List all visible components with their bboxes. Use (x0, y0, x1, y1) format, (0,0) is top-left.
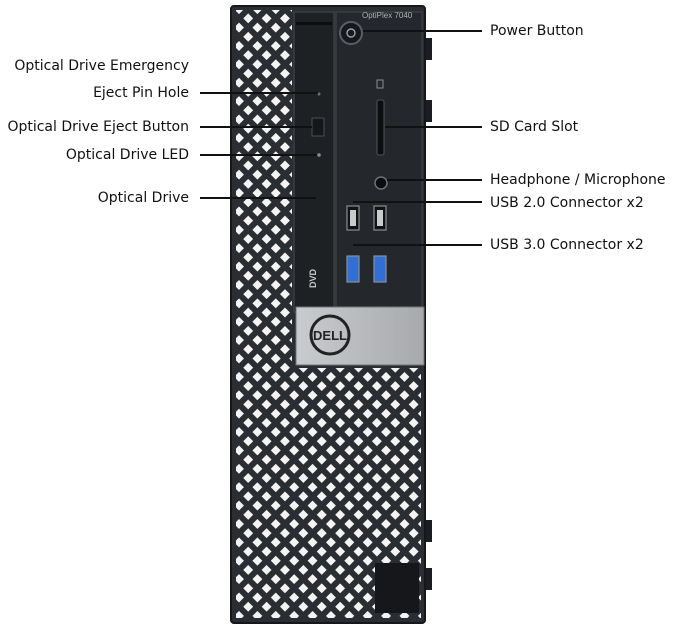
sd-card-icon (376, 79, 384, 89)
optical-drive-bay (293, 11, 335, 313)
logo-panel (295, 306, 425, 366)
dvd-logo: DVD (308, 268, 318, 288)
callout-power-button: Power Button (490, 23, 584, 39)
callout-usb2: USB 2.0 Connector x2 (490, 195, 644, 211)
model-label: OptiPlex 7040 (362, 11, 413, 20)
callout-drive-led: Optical Drive LED (65, 147, 189, 163)
callout-headphone: Headphone / Microphone (490, 172, 666, 188)
usb3-port-1 (346, 255, 360, 283)
callout-sd-card-slot: SD Card Slot (490, 119, 579, 135)
callout-usb3: USB 3.0 Connector x2 (490, 237, 644, 253)
bottom-badge-area (375, 563, 419, 613)
callout-pin-hole-line1: Optical Drive Emergency (14, 58, 189, 74)
optical-drive-led (317, 153, 321, 157)
callout-optical-drive: Optical Drive (97, 190, 189, 206)
chassis-tabs (425, 38, 432, 590)
optical-drive-eject-button (311, 117, 325, 137)
optical-drive-slot (296, 22, 332, 25)
dell-logo-circle (309, 314, 351, 356)
leader-lines (200, 30, 482, 246)
callout-pin-hole-line2: Eject Pin Hole (93, 85, 189, 101)
optical-drive-pin-hole (317, 92, 321, 96)
callout-eject-button: Optical Drive Eject Button (7, 119, 189, 135)
headphone-jack (374, 176, 388, 190)
usb3-port-2 (373, 255, 387, 283)
sd-card-slot (376, 99, 385, 156)
dell-logo: DELL (313, 328, 347, 343)
power-button (339, 21, 363, 45)
power-icon (346, 28, 356, 38)
